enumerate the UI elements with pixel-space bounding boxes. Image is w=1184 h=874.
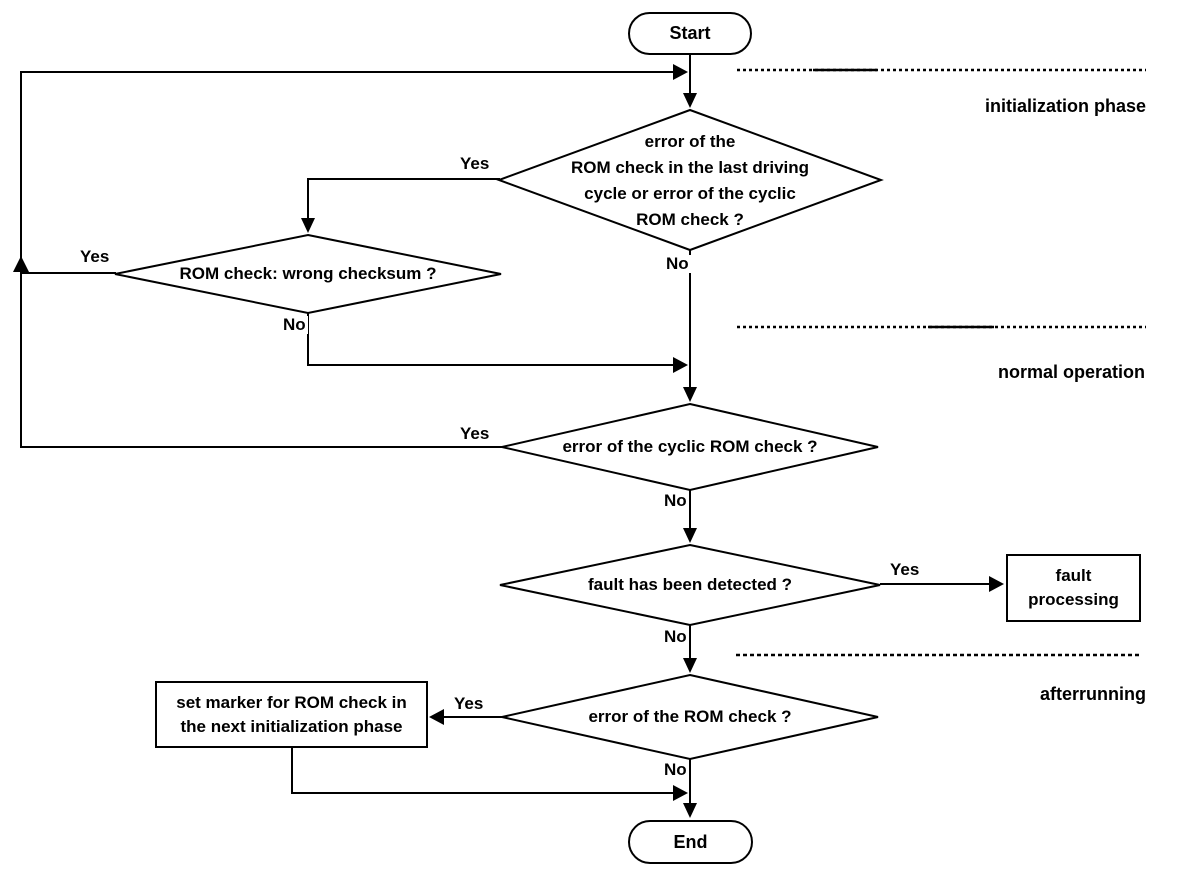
set-marker-label: set marker for ROM check in the next ini… [176,692,407,736]
decision-cyclic-rom-check-label: error of the cyclic ROM check ? [562,437,818,456]
phase-label-normal-operation: normal operation [997,362,1145,382]
decision-fault-detected-shape [499,543,881,627]
label-checksum-yes: Yes [78,247,112,266]
label-fault-yes: Yes [888,560,922,579]
edge-init-yes [307,178,500,222]
fault-processing-box: fault processing [1006,554,1141,622]
label-cyclic-yes: Yes [458,424,492,443]
decision-error-rom-check-label: error of the ROM check ? [588,707,792,726]
edge-checksum-no [307,313,674,366]
decision-fault-detected-label: fault has been detected ? [587,575,793,594]
decision-wrong-checksum-shape [114,233,502,315]
arrowhead-feedback-into-start-line [673,64,688,80]
arrowhead-into-set-marker [429,709,444,725]
arrowhead-into-rom-decision [683,658,697,673]
set-marker-box: set marker for ROM check in the next ini… [155,681,428,748]
start-node: Start [628,12,752,55]
decision-init-rom-check-shape [496,108,884,252]
label-fault-no: No [662,627,689,646]
start-node-label: Start [669,23,711,43]
arrowhead-into-end [683,803,697,818]
label-init-yes: Yes [458,154,492,173]
arrowhead-into-fault-processing [989,576,1004,592]
decision-init-rom-check-label: error of the ROM check in the last drivi… [570,132,810,229]
fault-processing-label: fault processing [1028,566,1119,609]
arrowhead-into-cyclic-decision [683,387,697,402]
phase-label-afterrunning: afterrunning [1040,684,1146,704]
label-rom-no: No [662,760,689,779]
decision-error-rom-check-shape [501,673,879,761]
arrowhead-into-init-decision [683,93,697,108]
edge-marker-to-end [291,748,674,794]
decision-wrong-checksum-label: ROM check: wrong checksum ? [179,264,437,283]
phase-label-initialization: initialization phase [984,96,1146,116]
arrowhead-into-fault-decision [683,528,697,543]
label-rom-yes: Yes [452,694,486,713]
label-init-no: No [664,254,691,273]
arrowhead-marker-merge [673,785,688,801]
arrowhead-into-checksum-decision [301,218,315,233]
decision-cyclic-rom-check-shape [501,402,879,492]
end-node-label: End [673,831,708,852]
end-node: End [628,820,753,864]
label-cyclic-no: No [662,491,689,510]
label-checksum-no: No [281,315,308,334]
arrowhead-checksum-no-merge [673,357,688,373]
arrowhead-feedback-up [13,256,29,272]
edge-feedback-loop [20,71,676,448]
